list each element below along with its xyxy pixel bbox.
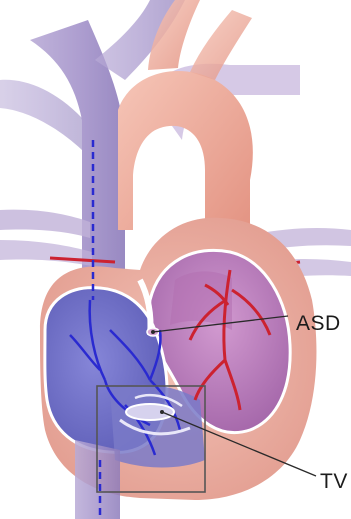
asd-label: ASD	[296, 312, 341, 336]
tv-label: TV	[320, 470, 348, 494]
